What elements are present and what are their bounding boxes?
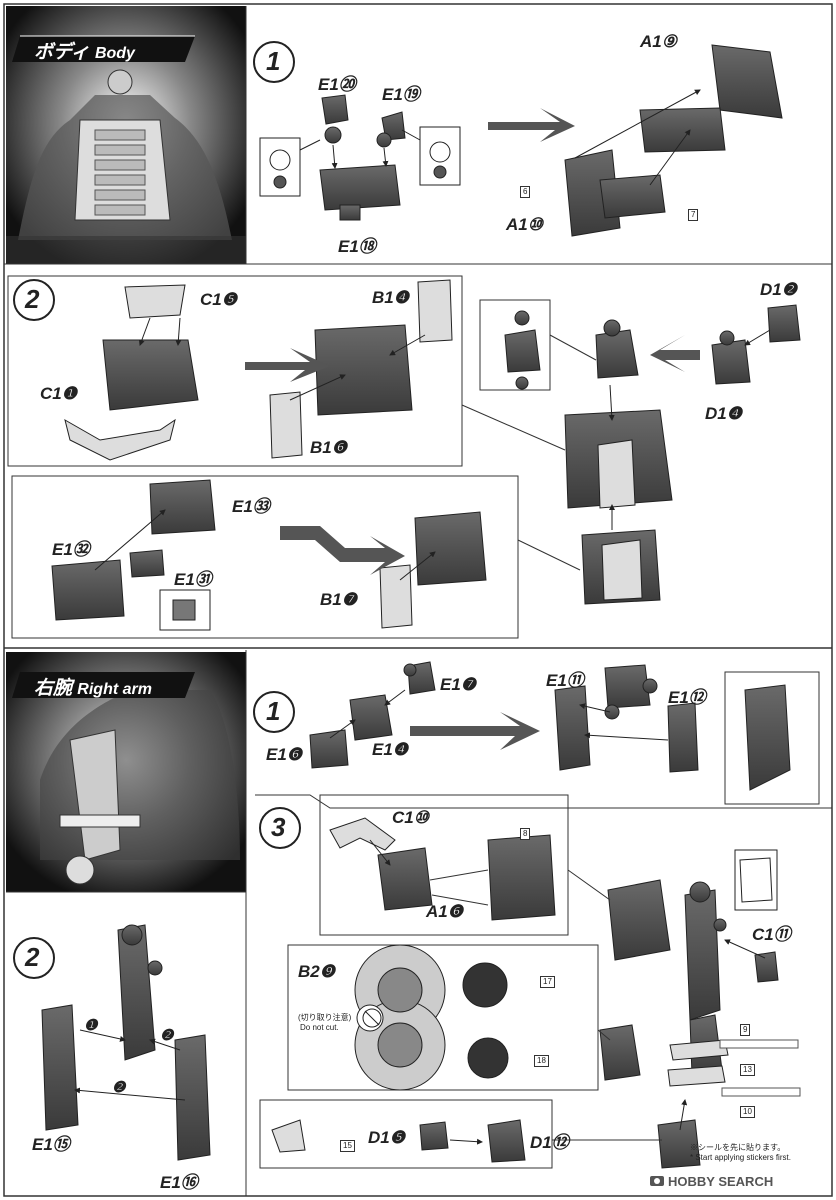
step-number: 2 [25,942,40,972]
order-marker: ❶ [84,1017,98,1034]
part-label: E1⑳ [318,75,356,94]
part-label: E1❻ [266,745,303,764]
sticker-number: 10 [740,1106,755,1118]
step-number: 2 [25,284,40,314]
part-label: E1⑮ [32,1135,70,1154]
section-title-body: ボディ Body [34,37,135,64]
part-label: E1㉜ [52,540,90,559]
sticker-number: 13 [740,1064,755,1076]
title-jp: 右腕 [34,678,73,699]
part-label: E1❹ [372,740,409,759]
part-label: B1❹ [372,288,409,307]
sticker-number: 8 [520,828,531,840]
part-label: A1⑨ [640,32,677,51]
order-marker: ❷ [160,1027,174,1044]
part-label: E1⑫ [668,688,706,707]
part-label: D1❷ [760,280,797,299]
sticker-number: 15 [340,1140,355,1152]
order-marker: ❷ [112,1079,126,1096]
do-not-cut-note-en: Do not cut. [300,1023,339,1032]
sticker-number: 7 [688,209,699,221]
part-label: B1❼ [320,590,357,609]
part-label: C1⑪ [752,925,791,944]
part-label: E1㉛ [174,570,212,589]
step-number: 1 [266,46,281,76]
part-label: C1⑩ [392,808,429,827]
sticker-note-en: * Start applying stickers first. [690,1153,791,1162]
part-label: E1⑪ [546,671,584,690]
part-label: E1⑲ [382,85,420,104]
step-number: 1 [266,696,281,726]
section-title-right-arm: 右腕 Right arm [34,673,152,700]
part-label: E1⑱ [338,237,376,256]
sticker-number: 17 [540,976,555,988]
part-label: D1❹ [705,404,742,423]
part-label: B2❾ [298,962,335,981]
part-label: C1❺ [200,290,237,309]
part-label: E1❼ [440,675,477,694]
part-label: D1⑫ [530,1133,569,1152]
do-not-cut-note-jp: (切り取り注意) [298,1013,352,1022]
part-label: A1⑩ [506,215,543,234]
title-en: Right arm [77,681,152,698]
part-label: E1⑯ [160,1173,198,1192]
part-label: A1❻ [426,902,463,921]
watermark: HOBBY SEARCH [668,1174,774,1189]
part-label: E1㉝ [232,497,270,516]
step-number: 3 [271,812,286,842]
sticker-number: 9 [740,1024,751,1036]
title-en: Body [94,45,135,62]
sticker-note-jp: ※シールを先に貼ります。 [690,1143,786,1152]
part-label: D1❺ [368,1128,405,1147]
part-label: B1❻ [310,438,347,457]
part-label: C1❶ [40,384,77,403]
sticker-number: 6 [520,186,531,198]
title-jp: ボディ [34,42,90,63]
sticker-number: 18 [534,1055,549,1067]
